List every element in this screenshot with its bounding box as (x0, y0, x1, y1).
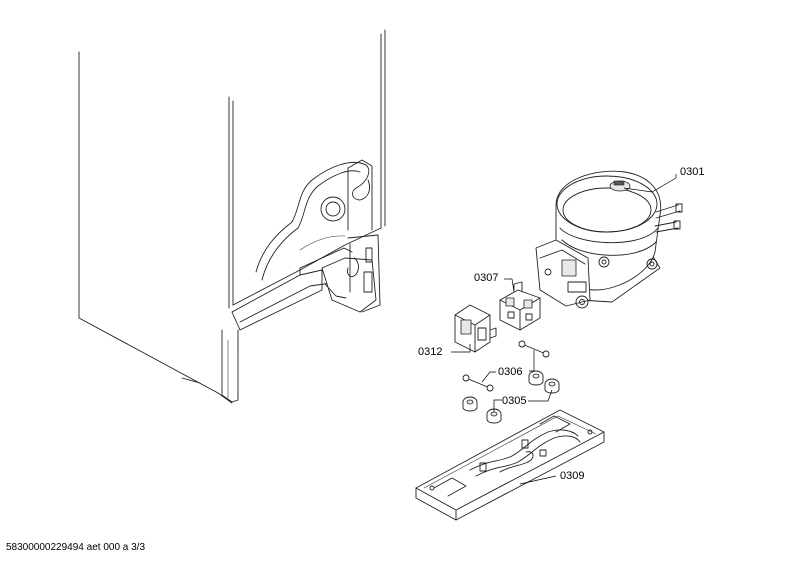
grommet-3 (462, 396, 478, 412)
cabinet-rear-panel (78, 29, 386, 404)
callout-0306: 0306 (498, 366, 522, 378)
overload-protector (454, 304, 497, 353)
callout-0305: 0305 (502, 395, 526, 407)
clip-1 (518, 340, 550, 358)
condenser-coil (255, 159, 373, 281)
callout-0301: 0301 (680, 166, 704, 178)
clip-2 (462, 374, 494, 392)
document-code: 58300000229494 aet 000 a 3/3 (6, 542, 146, 553)
fixing-clips (462, 340, 550, 392)
compressor-base-plate (415, 409, 605, 521)
leader-lines (451, 174, 677, 485)
starter-relay (499, 281, 541, 331)
rubber-grommets (462, 370, 560, 424)
grommet-2 (544, 378, 560, 394)
callout-0307: 0307 (474, 272, 498, 284)
grommet-1 (528, 370, 544, 386)
callout-0312: 0312 (418, 346, 442, 358)
compressor (535, 170, 683, 309)
compressor-bracket-mount (231, 234, 381, 355)
callout-0309: 0309 (560, 470, 584, 482)
